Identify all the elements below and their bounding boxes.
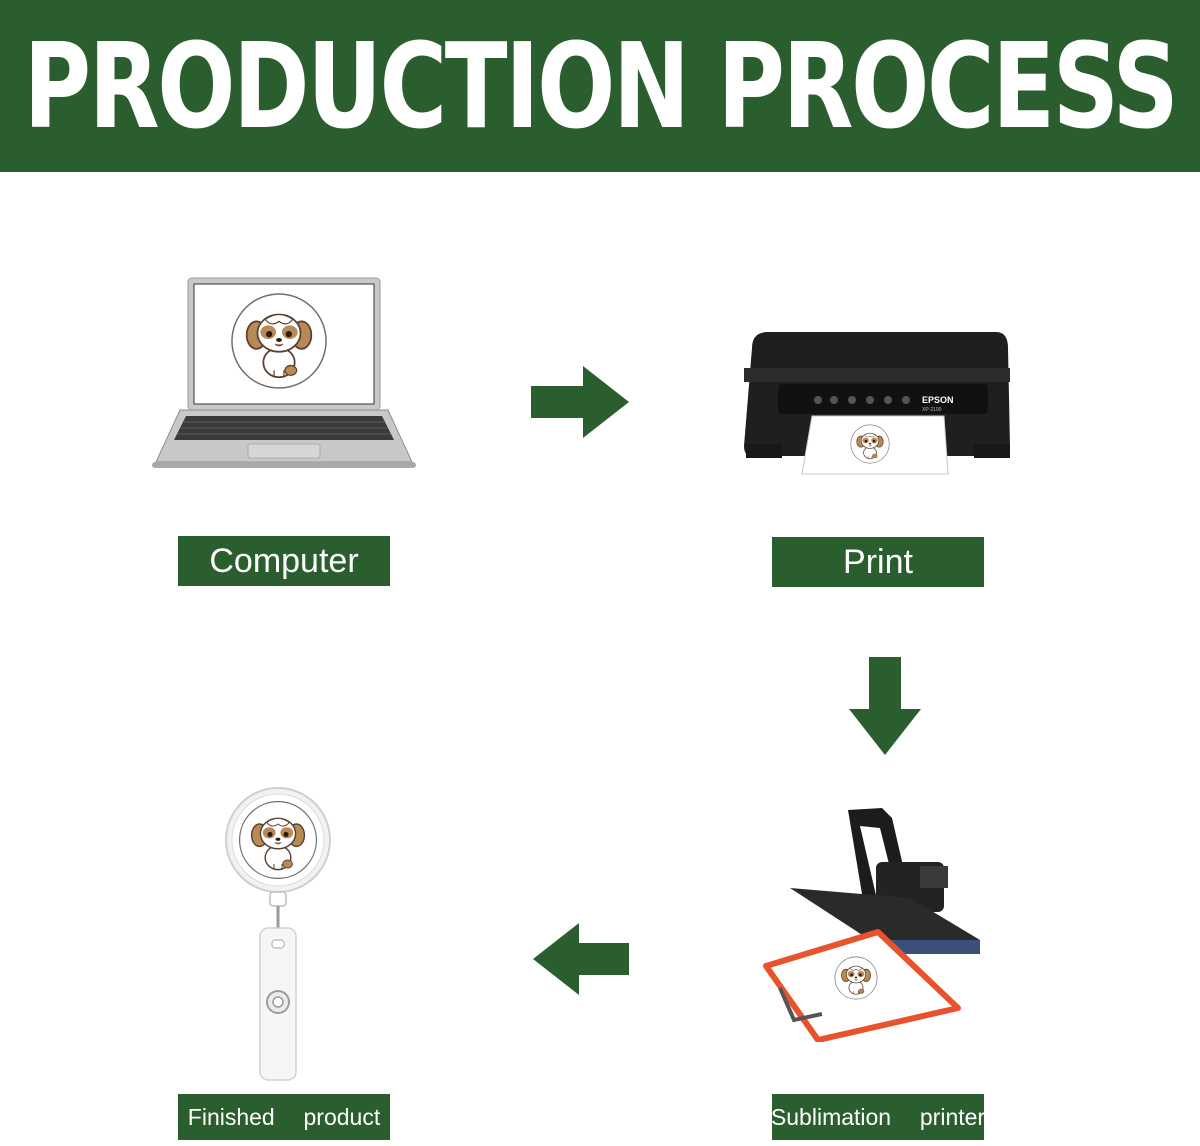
heat-press-icon	[763, 808, 980, 1042]
header-banner: PRODUCTION PROCESS	[0, 0, 1200, 172]
step-label-computer: Computer	[178, 536, 390, 586]
step-label-sublimation-text: Sublimation printer	[770, 1103, 986, 1130]
step-label-finished: Finished product	[178, 1094, 390, 1140]
printer-icon: EPSON XP-2100	[744, 332, 1010, 475]
arrow-right-icon	[531, 366, 629, 438]
step-label-print-text: Print	[843, 542, 913, 581]
printer-model: XP-2100	[922, 407, 942, 413]
printer-brand: EPSON	[922, 395, 954, 405]
arrow-left-icon	[533, 923, 629, 995]
step-label-print: Print	[772, 537, 984, 587]
badge-reel-icon	[225, 787, 331, 1081]
step-label-finished-text: Finished product	[187, 1103, 381, 1130]
page-title: PRODUCTION PROCESS	[23, 17, 1179, 155]
laptop-icon	[152, 277, 416, 468]
arrow-down-icon	[849, 657, 921, 755]
step-label-sublimation: Sublimation printer	[770, 1094, 986, 1140]
step-label-computer-text: Computer	[209, 541, 359, 580]
